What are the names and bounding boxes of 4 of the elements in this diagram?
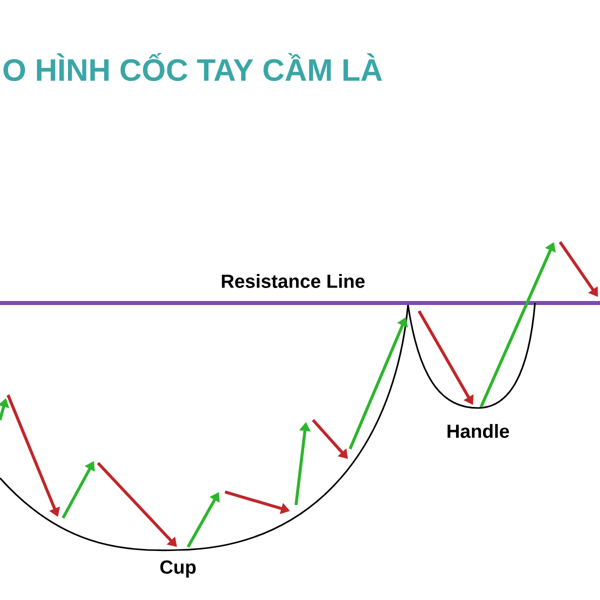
title: O HÌNH CỐC TAY CẦM LÀ <box>3 52 382 82</box>
curve-label: Resistance Line <box>222 274 365 288</box>
curve-label: Handle <box>448 424 510 438</box>
curve-label: Cup <box>160 560 196 578</box>
